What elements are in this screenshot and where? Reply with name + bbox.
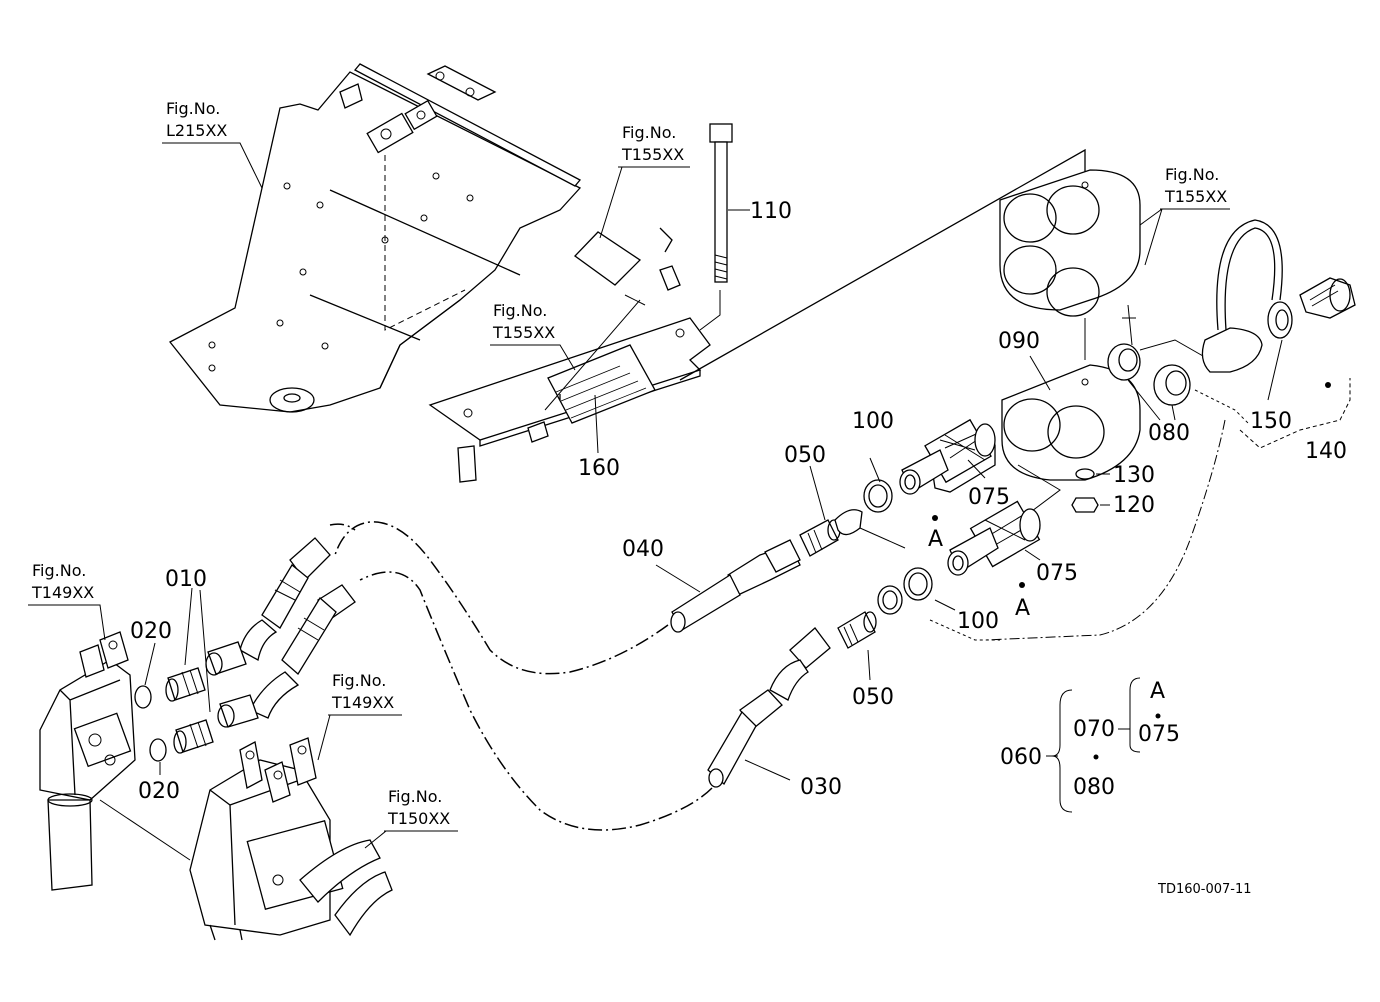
figref-l215-line2: L215XX — [166, 121, 227, 140]
marker-a-lower: A — [1015, 596, 1030, 621]
hose-030 — [707, 627, 831, 788]
bolt-110 — [709, 123, 733, 283]
part-080-caps: 080 — [1148, 421, 1190, 446]
part-120: 120 — [1113, 493, 1155, 518]
holder-090 — [1001, 318, 1141, 481]
kit-legend: 060 070 080 A 075 — [1000, 677, 1180, 813]
adapter-050-upper — [799, 509, 906, 557]
marker-a-legend: A — [1150, 679, 1165, 704]
hose-path-upper-2 — [329, 523, 356, 531]
fittings-010 — [165, 667, 214, 754]
figref-t149-mid-line1: Fig.No. — [332, 671, 386, 690]
oring-020-lower — [149, 738, 167, 762]
coupler-075-upper — [899, 418, 996, 521]
hose-040 — [670, 539, 801, 633]
part-020-upper: 020 — [130, 619, 172, 644]
male-coupler — [1299, 277, 1356, 388]
control-valve-right — [189, 737, 393, 941]
part-050-lower: 050 — [852, 685, 894, 710]
figref-t155-top-line2: T155XX — [621, 145, 684, 164]
adapter-050-lower — [837, 585, 903, 649]
hose-path-lower — [359, 571, 713, 831]
part-030: 030 — [800, 775, 842, 800]
part-075-legend: 075 — [1138, 722, 1180, 747]
figref-t149-left-line2: T149XX — [31, 583, 94, 602]
figref-t155-mid-line2: T155XX — [492, 323, 555, 342]
figref-t150-line2: T150XX — [387, 809, 450, 828]
marker-a-upper: A — [928, 527, 943, 552]
part-050-upper: 050 — [784, 443, 826, 468]
part-020-lower: 020 — [138, 779, 180, 804]
part-075-lower: 075 — [1036, 561, 1078, 586]
part-075-upper: 075 — [968, 485, 1010, 510]
figref-t149-left-line1: Fig.No. — [32, 561, 86, 580]
part-140: 140 — [1305, 439, 1347, 464]
step-panel — [169, 63, 582, 413]
mounting-plate — [428, 148, 1086, 483]
coupler-075-lower — [947, 500, 1041, 588]
pin-hitch — [1201, 219, 1293, 373]
part-100-upper: 100 — [852, 409, 894, 434]
figref-t155-right-line1: Fig.No. — [1165, 165, 1219, 184]
figref-l215-line1: Fig.No. — [166, 99, 220, 118]
part-090: 090 — [998, 329, 1040, 354]
figref-t150-line1: Fig.No. — [388, 787, 442, 806]
part-100-lower: 100 — [957, 609, 999, 634]
part-070: 070 — [1073, 717, 1115, 742]
figref-t155-mid-line1: Fig.No. — [493, 301, 547, 320]
part-160: 160 — [578, 456, 620, 481]
dust-caps — [1107, 304, 1251, 426]
figref-t155-right-line2: T155XX — [1164, 187, 1227, 206]
part-040: 040 — [622, 537, 664, 562]
control-valve-left — [39, 631, 136, 891]
part-010: 010 — [165, 567, 207, 592]
oring-020-upper — [134, 685, 152, 709]
part-150: 150 — [1250, 409, 1292, 434]
coupler-holders — [999, 169, 1141, 317]
part-130: 130 — [1113, 463, 1155, 488]
part-080-kit: 080 — [1073, 775, 1115, 800]
part-060: 060 — [1000, 745, 1042, 770]
valve-hoses — [205, 537, 356, 728]
hose-path-upper — [334, 521, 669, 675]
nut-120 — [1071, 497, 1099, 513]
figref-t149-mid-line2: T149XX — [331, 693, 394, 712]
washer-130 — [1075, 468, 1095, 480]
part-110: 110 — [750, 199, 792, 224]
drawing-code: TD160-007-11 — [1157, 882, 1252, 897]
figref-t155-top-line1: Fig.No. — [622, 123, 676, 142]
